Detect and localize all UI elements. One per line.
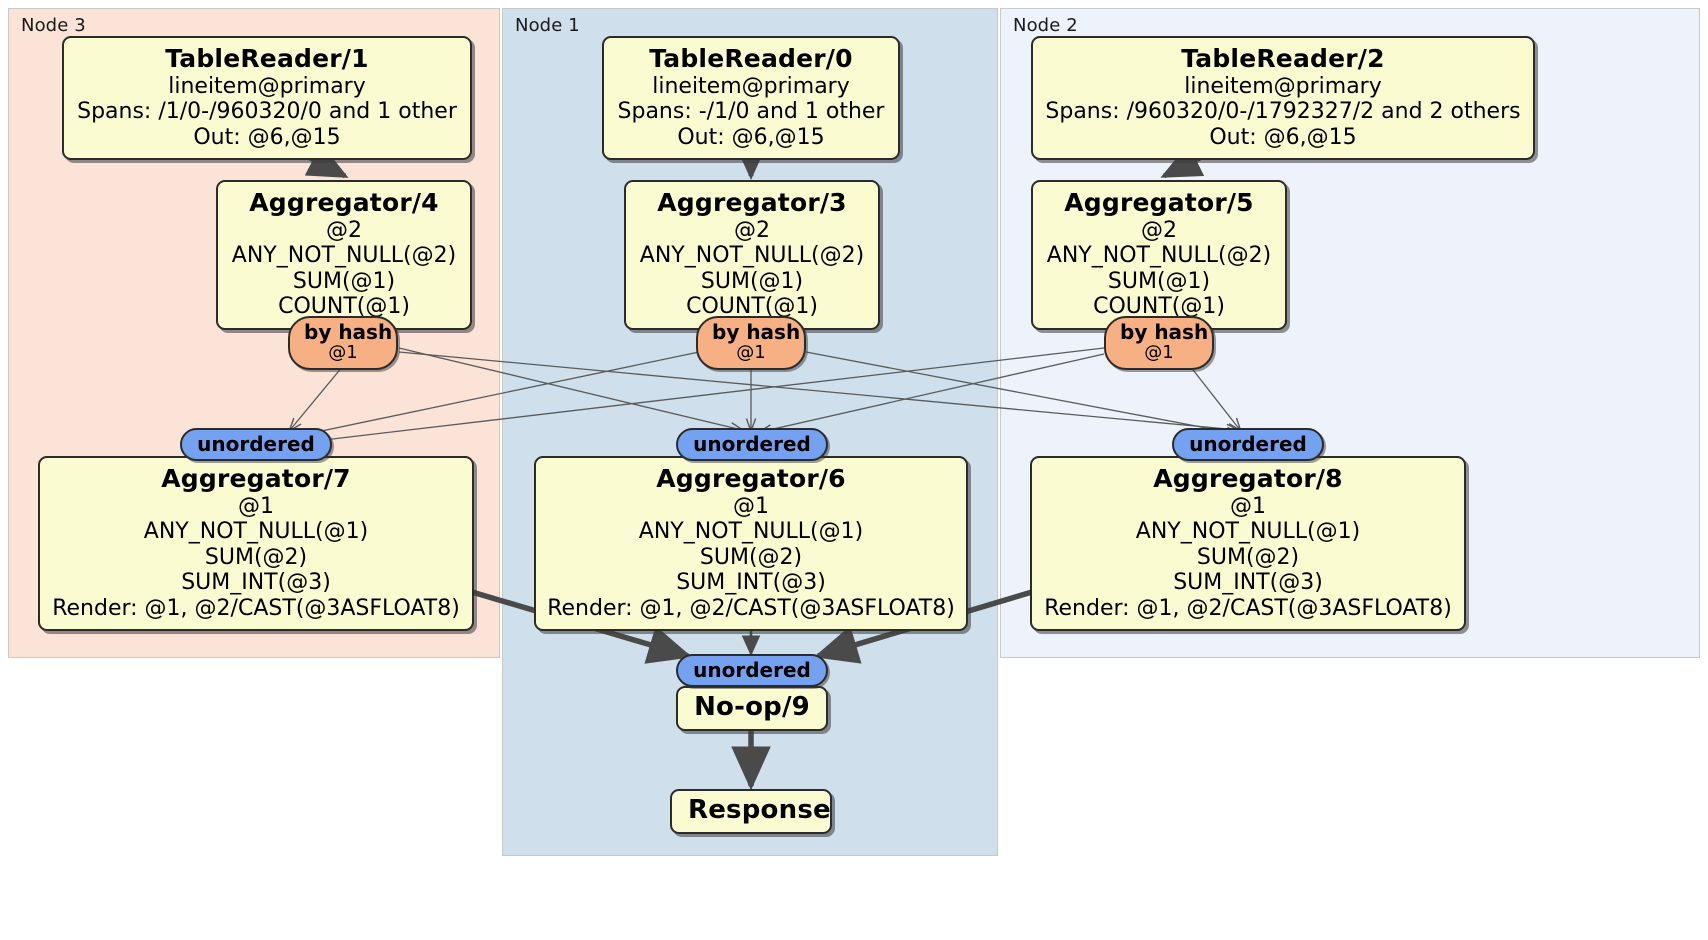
process-box-line: COUNT(@1) xyxy=(1093,294,1225,320)
stream-badge-unord8[interactable]: unordered xyxy=(1172,428,1324,462)
process-box-title: TableReader/2 xyxy=(1181,44,1385,73)
process-box-line: COUNT(@1) xyxy=(278,294,410,320)
process-box-line: COUNT(@1) xyxy=(686,294,818,320)
process-box-title: Aggregator/7 xyxy=(161,464,351,493)
process-box-title: Aggregator/6 xyxy=(656,464,846,493)
node-panel-label-node1: Node 1 xyxy=(515,15,580,36)
stream-badge-label: by hash xyxy=(1120,320,1209,344)
process-box-line: Out: @6,@15 xyxy=(193,124,341,150)
process-box-title: Response xyxy=(688,795,831,825)
process-box-line: @1 xyxy=(733,493,769,519)
process-box-line: @2 xyxy=(1141,217,1177,243)
process-box-line: Out: @6,@15 xyxy=(677,124,825,150)
process-box-line: SUM(@2) xyxy=(1196,544,1300,570)
process-box-line: ANY_NOT_NULL(@2) xyxy=(231,243,457,269)
process-box-line: SUM(@1) xyxy=(292,268,396,294)
stream-badge-column: @1 xyxy=(1144,342,1174,364)
process-box-line: ANY_NOT_NULL(@2) xyxy=(639,243,865,269)
process-box-line: lineitem@primary xyxy=(652,73,850,99)
process-box-line: SUM_INT(@3) xyxy=(181,570,331,596)
process-box-line: lineitem@primary xyxy=(1184,73,1382,99)
stream-badge-label: by hash xyxy=(304,320,393,344)
process-box-line: SUM(@2) xyxy=(204,544,308,570)
stream-badge-unord9[interactable]: unordered xyxy=(676,654,828,688)
process-box-line: ANY_NOT_NULL(@2) xyxy=(1046,243,1272,269)
process-box-title: TableReader/0 xyxy=(649,44,853,73)
process-box-line: @2 xyxy=(326,217,362,243)
process-box-line: SUM_INT(@3) xyxy=(676,570,826,596)
process-box-line: ANY_NOT_NULL(@1) xyxy=(143,519,369,545)
process-box-line: Out: @6,@15 xyxy=(1209,124,1357,150)
process-box-line: SUM(@1) xyxy=(1107,268,1211,294)
stream-badge-unord7[interactable]: unordered xyxy=(180,428,332,462)
process-box-line: SUM(@1) xyxy=(700,268,804,294)
process-box-line: SUM_INT(@3) xyxy=(1173,570,1323,596)
stream-badge-column: @1 xyxy=(328,342,358,364)
stream-badge-label: unordered xyxy=(693,658,811,682)
process-box-line: lineitem@primary xyxy=(168,73,366,99)
process-box-title: Aggregator/3 xyxy=(657,188,847,217)
process-box-title: Aggregator/4 xyxy=(249,188,439,217)
stream-badge-hash5[interactable]: by hash@1 xyxy=(1104,316,1214,371)
process-box-title: Aggregator/5 xyxy=(1064,188,1254,217)
stream-badge-label: unordered xyxy=(1189,432,1307,456)
process-box-line: Render: @1, @2/CAST(@3ASFLOAT8) xyxy=(1044,595,1452,621)
node-panel-label-node3: Node 3 xyxy=(21,15,86,36)
process-box-line: SUM(@2) xyxy=(699,544,803,570)
process-box-line: Render: @1, @2/CAST(@3ASFLOAT8) xyxy=(52,595,460,621)
process-box-line: Render: @1, @2/CAST(@3ASFLOAT8) xyxy=(547,595,955,621)
stream-badge-unord6[interactable]: unordered xyxy=(676,428,828,462)
process-box-line: @1 xyxy=(238,493,274,519)
stream-badge-label: unordered xyxy=(197,432,315,456)
process-box-line: Spans: -/1/0 and 1 other xyxy=(617,99,885,125)
process-box-line: ANY_NOT_NULL(@1) xyxy=(638,519,864,545)
process-box-title: No-op/9 xyxy=(694,692,810,722)
process-box-response[interactable]: Response xyxy=(670,789,832,834)
process-box-noop9[interactable]: No-op/9 xyxy=(676,686,828,731)
node-panel-label-node2: Node 2 xyxy=(1013,15,1078,36)
process-box-line: Spans: /1/0-/960320/0 and 1 other xyxy=(77,99,457,125)
process-box-title: Aggregator/8 xyxy=(1153,464,1343,493)
stream-badge-column: @1 xyxy=(736,342,766,364)
stream-badge-hash3[interactable]: by hash@1 xyxy=(696,316,806,371)
process-box-line: ANY_NOT_NULL(@1) xyxy=(1135,519,1361,545)
process-box-line: @1 xyxy=(1230,493,1266,519)
process-box-title: TableReader/1 xyxy=(165,44,369,73)
stream-badge-label: unordered xyxy=(693,432,811,456)
process-box-line: @2 xyxy=(734,217,770,243)
process-box-line: Spans: /960320/0-/1792327/2 and 2 others xyxy=(1045,99,1521,125)
stream-badge-label: by hash xyxy=(712,320,801,344)
stream-badge-hash4[interactable]: by hash@1 xyxy=(288,316,398,371)
